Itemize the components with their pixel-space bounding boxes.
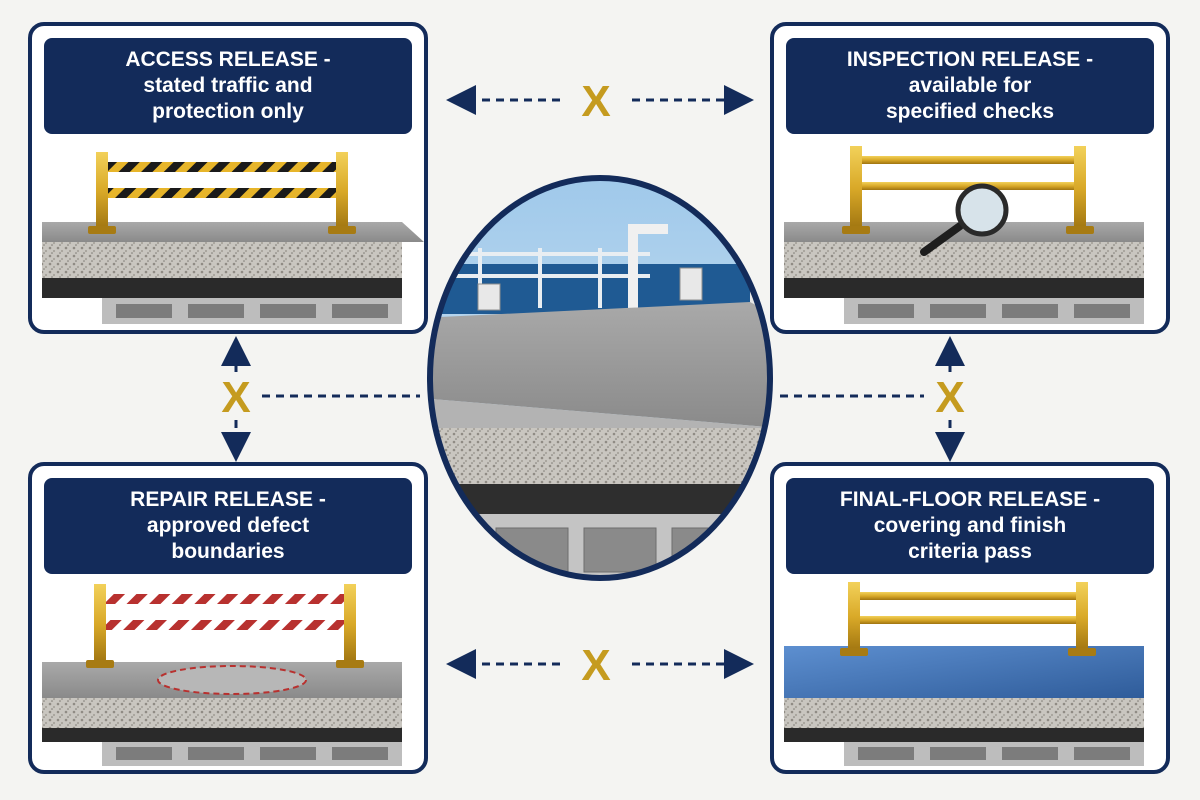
inspection-release-line3: specified checks bbox=[885, 100, 1055, 123]
repair-release-line3: boundaries bbox=[171, 540, 285, 563]
deck-overview-illustration bbox=[427, 175, 773, 581]
hazard-rail-bottom bbox=[108, 188, 336, 198]
repair-release-panel: REPAIR RELEASE - approved defect boundar… bbox=[28, 462, 428, 774]
repair-release-line2: approved defect bbox=[146, 514, 310, 537]
safety-railing-icon bbox=[86, 584, 364, 668]
final-floor-release-banner: FINAL-FLOOR RELEASE - covering and finis… bbox=[786, 478, 1154, 574]
final-floor-release-line2: covering and finish bbox=[873, 514, 1067, 537]
access-release-banner: ACCESS RELEASE - stated traffic and prot… bbox=[44, 38, 412, 134]
deck-membrane-layer bbox=[430, 484, 770, 514]
access-release-panel: ACCESS RELEASE - stated traffic and prot… bbox=[28, 22, 428, 334]
hazard-rail-top bbox=[106, 594, 344, 604]
slab-top bbox=[42, 222, 402, 242]
deck-gravel-layer bbox=[430, 428, 770, 484]
access-release-title: ACCESS RELEASE - bbox=[125, 48, 331, 71]
deck-cross-section-icon bbox=[42, 584, 402, 766]
defect-boundary-outline bbox=[157, 665, 307, 695]
slab-membrane-layer bbox=[42, 278, 402, 298]
deck-cross-section-icon bbox=[784, 146, 1144, 324]
repair-release-title: REPAIR RELEASE - bbox=[130, 488, 326, 511]
hazard-rail-top bbox=[108, 162, 336, 172]
safety-railing-icon bbox=[840, 582, 1096, 656]
hazard-rail-bottom bbox=[106, 620, 344, 630]
final-floor-release-line3: criteria pass bbox=[908, 540, 1032, 563]
deck-surface bbox=[430, 302, 770, 428]
top-connector-mark: X bbox=[581, 77, 610, 126]
final-floor-release-panel: FINAL-FLOOR RELEASE - covering and finis… bbox=[770, 462, 1170, 774]
right-connector-mark: X bbox=[935, 373, 964, 422]
inspection-release-line2: available for bbox=[908, 74, 1032, 97]
final-floor-release-title: FINAL-FLOOR RELEASE - bbox=[839, 488, 1101, 511]
deck-cross-section-icon bbox=[784, 582, 1144, 766]
safety-railing-icon bbox=[88, 152, 356, 234]
inspection-release-banner: INSPECTION RELEASE - available for speci… bbox=[786, 38, 1154, 134]
inspection-release-panel: INSPECTION RELEASE - available for speci… bbox=[770, 22, 1170, 334]
safety-railing-icon bbox=[842, 146, 1094, 234]
access-release-line2: stated traffic and bbox=[143, 74, 313, 97]
deck-cross-section-icon bbox=[42, 152, 424, 324]
left-connector-mark: X bbox=[221, 373, 250, 422]
repair-release-banner: REPAIR RELEASE - approved defect boundar… bbox=[44, 478, 412, 574]
bottom-connector-mark: X bbox=[581, 641, 610, 690]
inspection-release-title: INSPECTION RELEASE - bbox=[846, 48, 1094, 71]
magnifier-icon bbox=[920, 183, 1009, 256]
slab-gravel-layer bbox=[42, 242, 402, 278]
access-release-line3: protection only bbox=[152, 100, 304, 123]
